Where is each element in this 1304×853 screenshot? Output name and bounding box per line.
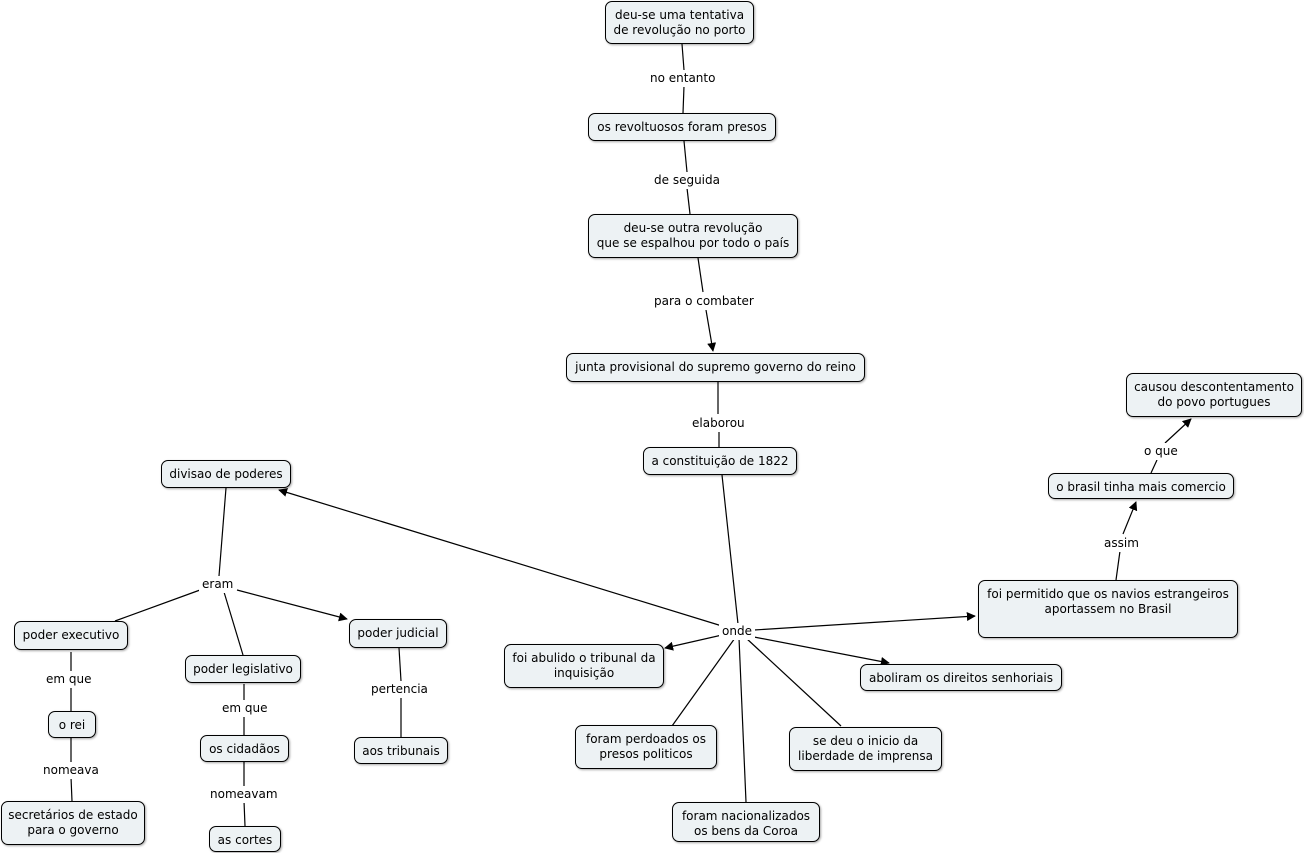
link-em-que-executivo[interactable]: em que [43, 671, 95, 688]
link-nomeavam[interactable]: nomeavam [207, 786, 281, 803]
line-presos-deseguida [683, 140, 688, 173]
concept-inquisicao[interactable]: foi abulido o tribunal da inquisição [504, 644, 664, 688]
concept-descontentamento[interactable]: causou descontentamento do povo portugue… [1126, 373, 1302, 417]
line-onde-imprensa [745, 637, 842, 727]
link-onde[interactable]: onde [719, 623, 755, 640]
line-onde-navios [753, 612, 976, 631]
link-em-que-legislativo[interactable]: em que [219, 700, 271, 717]
line-assim-comercio [1122, 501, 1138, 535]
concept-judicial[interactable]: poder judicial [349, 619, 447, 648]
line-constituicao-onde [721, 474, 739, 625]
link-pertencia[interactable]: pertencia [368, 681, 431, 698]
concept-legislativo[interactable]: poder legislativo [185, 655, 301, 683]
link-elaborou[interactable]: elaborou [689, 415, 748, 432]
line-onde-divisao [278, 488, 723, 627]
line-tentativa-noentanto [681, 43, 685, 71]
concept-junta[interactable]: junta provisional do supremo governo do … [566, 353, 865, 382]
concept-nacionalizados[interactable]: foram nacionalizados os bens da Coroa [672, 802, 820, 842]
concept-rei[interactable]: o rei [48, 711, 96, 738]
concept-comercio[interactable]: o brasil tinha mais comercio [1048, 473, 1234, 499]
line-noentanto-presos [682, 85, 685, 114]
link-de-seguida[interactable]: de seguida [651, 172, 723, 189]
line-comercio-oque [1150, 459, 1158, 474]
line-onde-senhoriais [753, 636, 890, 666]
line-judicial-pertencia [398, 647, 402, 682]
link-no-entanto[interactable]: no entanto [647, 70, 719, 87]
line-deseguida-revolucao [686, 187, 691, 215]
link-o-que[interactable]: o que [1141, 443, 1181, 460]
concept-tribunais[interactable]: aos tribunais [354, 737, 448, 764]
line-onde-inquisicao [664, 634, 723, 651]
concept-cidadaos[interactable]: os cidadãos [200, 735, 289, 762]
line-onde-nacionalizados [738, 637, 747, 803]
line-eram-executivo [114, 589, 201, 622]
link-assim[interactable]: assim [1101, 535, 1142, 552]
concept-divisao[interactable]: divisao de poderes [161, 460, 291, 488]
link-nomeava[interactable]: nomeava [40, 762, 102, 779]
concept-executivo[interactable]: poder executivo [14, 621, 128, 650]
concept-senhoriais[interactable]: aboliram os direitos senhoriais [860, 664, 1062, 691]
line-nomeavam-cortes [243, 800, 246, 827]
line-oque-descontentamento [1164, 418, 1192, 444]
concept-constituicao[interactable]: a constituição de 1822 [643, 447, 797, 475]
concept-perdoados[interactable]: foram perdoados os presos politicos [575, 725, 717, 769]
link-para-o-combater[interactable]: para o combater [651, 293, 757, 310]
line-onde-perdoados [671, 637, 736, 727]
line-eram-judicial [236, 589, 348, 622]
concept-secretarios[interactable]: secretários de estado para o governo [1, 801, 145, 845]
line-divisao-eram [218, 487, 227, 577]
line-eram-legislativo [223, 591, 244, 656]
concept-navios[interactable]: foi permitido que os navios estrangeiros… [978, 580, 1238, 638]
line-nomeava-secretarios [70, 776, 73, 802]
concept-tentativa[interactable]: deu-se uma tentativa de revolução no por… [605, 1, 754, 44]
line-navios-assim [1115, 550, 1121, 581]
concept-cortes[interactable]: as cortes [209, 826, 281, 852]
concept-outra-revolucao[interactable]: deu-se outra revolução que se espalhou p… [588, 214, 798, 258]
concept-imprensa[interactable]: se deu o inicio da liberdade de imprensa [789, 727, 942, 771]
line-paraocombater-junta [705, 309, 717, 352]
line-revolucao-paraocombater [697, 257, 704, 293]
concept-presos[interactable]: os revoltuosos foram presos [588, 113, 776, 141]
link-eram[interactable]: eram [199, 576, 237, 593]
